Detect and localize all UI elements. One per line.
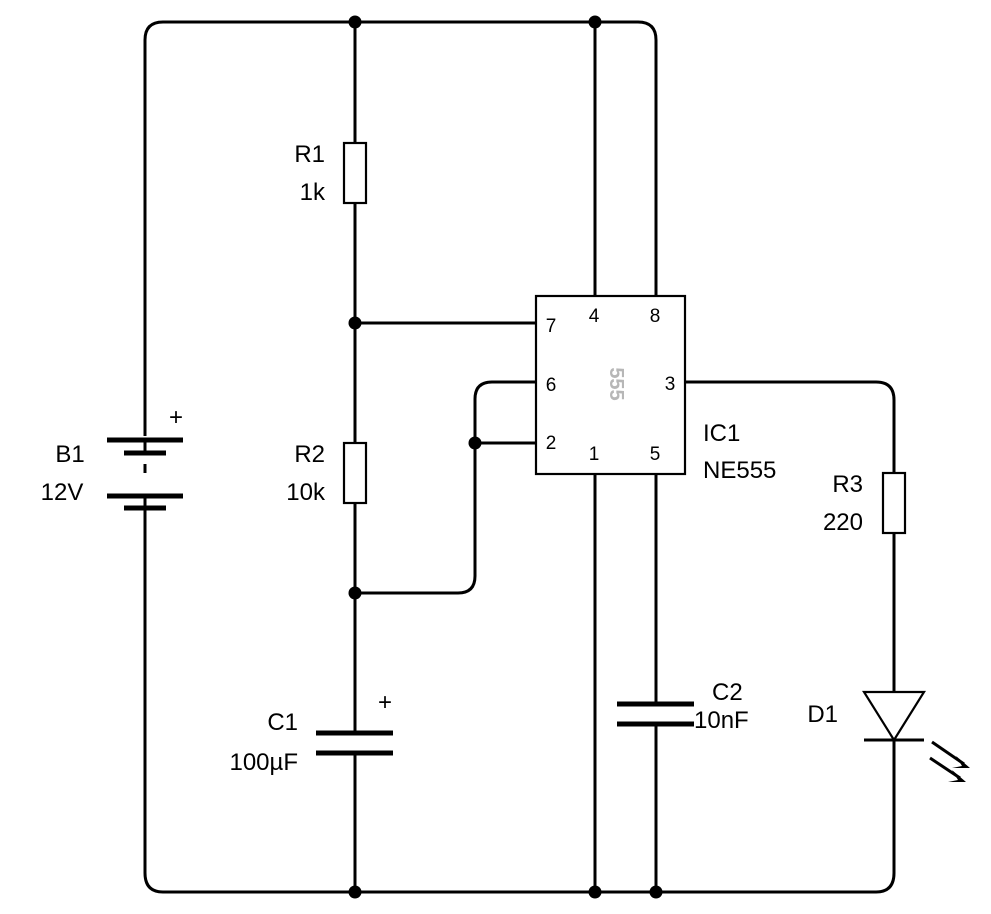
battery-b1 bbox=[107, 436, 183, 511]
ic1-pin-1-label: 1 bbox=[589, 444, 600, 465]
top-rail-wire bbox=[143, 20, 658, 520]
capacitor-c1 bbox=[316, 730, 394, 756]
resistor-r3 bbox=[881, 471, 907, 535]
b1-ref-label: B1 bbox=[55, 441, 84, 468]
junction-dot bbox=[649, 885, 663, 899]
pin6-pin2-wire bbox=[355, 380, 536, 595]
junction-dot bbox=[348, 316, 362, 330]
b1-value-label: 12V bbox=[41, 479, 84, 506]
led-d1 bbox=[862, 690, 970, 782]
ic1-555-chip-body bbox=[534, 294, 687, 476]
ic1-pin-2-label: 2 bbox=[546, 433, 557, 454]
resistor-r2 bbox=[342, 441, 368, 505]
c2-value-label: 10nF bbox=[694, 707, 749, 734]
ic1-pin-6-label: 6 bbox=[546, 375, 557, 396]
c1-ref-label: C1 bbox=[267, 709, 298, 736]
junction-dot bbox=[588, 15, 602, 29]
c2-ref-label: C2 bbox=[712, 679, 743, 706]
pin3-output-wire bbox=[685, 380, 896, 742]
r1-value-label: 1k bbox=[300, 179, 326, 206]
ic1-pin-8-label: 8 bbox=[650, 306, 661, 327]
resistor-r1 bbox=[342, 141, 368, 205]
junction-dot bbox=[468, 436, 482, 450]
r2-ref-label: R2 bbox=[294, 441, 325, 468]
junction-dot bbox=[348, 586, 362, 600]
c1-value-label: 100µF bbox=[229, 749, 298, 776]
c1-polarity-label: + bbox=[378, 689, 392, 716]
b1-polarity-label: + bbox=[169, 404, 183, 431]
r1-ref-label: R1 bbox=[294, 141, 325, 168]
r3-ref-label: R3 bbox=[832, 471, 863, 498]
junctions bbox=[348, 15, 663, 899]
d1-ref-label: D1 bbox=[807, 701, 838, 728]
ic1-pin-5-label: 5 bbox=[650, 444, 661, 465]
junction-dot bbox=[348, 15, 362, 29]
r3-value-label: 220 bbox=[823, 509, 863, 536]
ic1-pin-4-label: 4 bbox=[589, 306, 600, 327]
junction-dot bbox=[348, 885, 362, 899]
ic1-chip-marking: 555 bbox=[605, 367, 627, 400]
r2-value-label: 10k bbox=[286, 479, 326, 506]
ic1-pin-7-label: 7 bbox=[546, 316, 557, 337]
ic1-ref-label: IC1 bbox=[703, 420, 740, 447]
junction-dot bbox=[588, 885, 602, 899]
capacitor-c2 bbox=[617, 701, 695, 727]
ic1-pin-3-label: 3 bbox=[665, 374, 676, 395]
ic1-value-label: NE555 bbox=[703, 457, 776, 484]
light-emission-arrows-icon bbox=[929, 740, 970, 782]
battery-lower-wire bbox=[143, 510, 896, 894]
